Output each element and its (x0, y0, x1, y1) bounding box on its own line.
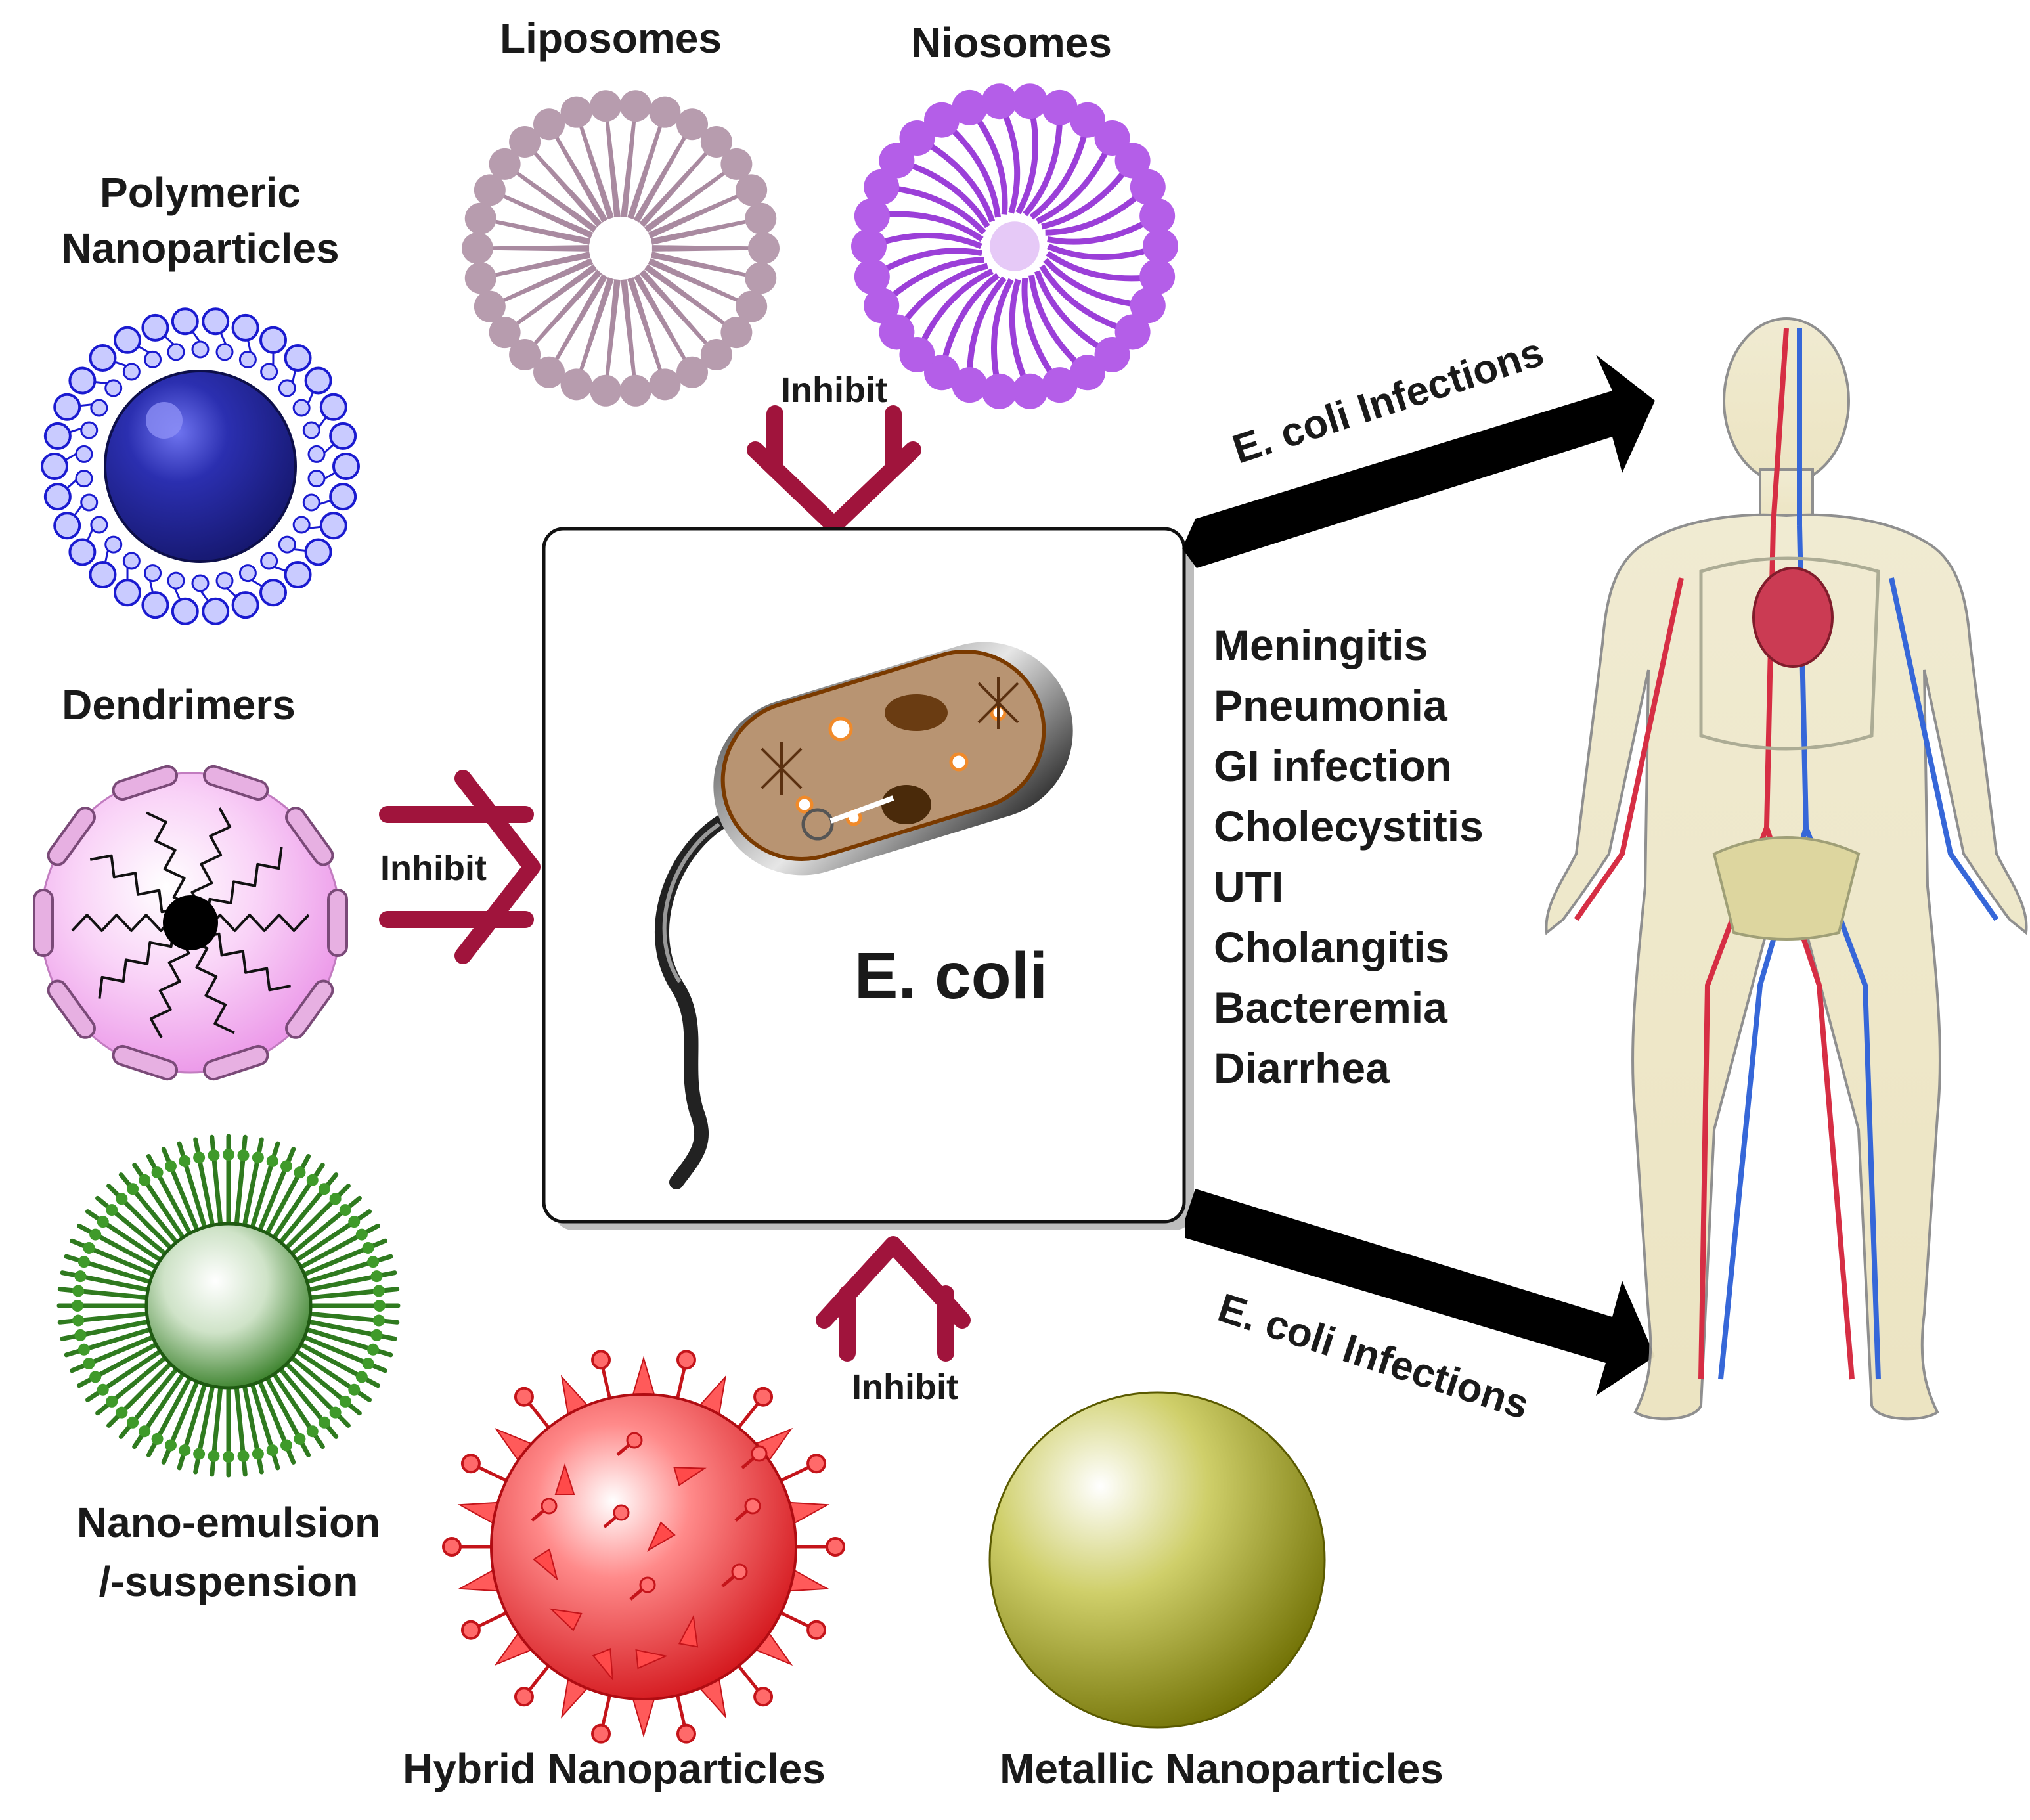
disease-item: Cholecystitis (1214, 802, 1484, 851)
nanoemulsion-icon (56, 1134, 401, 1478)
disease-item: Meningitis (1214, 621, 1428, 669)
ecoli-bacterium-icon (655, 642, 1073, 1189)
inhibit-label-left: Inhibit (380, 849, 487, 888)
liposome-icon (462, 90, 780, 407)
inhibit-label-bottom: Inhibit (852, 1367, 958, 1407)
dendrimers-label: Dendrimers (62, 681, 296, 728)
infection-arrow-lower (1185, 1189, 1655, 1396)
disease-item: Diarrhea (1214, 1044, 1390, 1092)
inhibit-arrow-top (747, 405, 921, 534)
metallic-label: Metallic Nanoparticles (1000, 1745, 1444, 1792)
nanoemulsion-label-line1: Nano-emulsion (77, 1499, 380, 1546)
hybrid-nanoparticle-icon (442, 1350, 845, 1744)
nanoemulsion-label-line2: /-suspension (99, 1558, 359, 1605)
polymeric-label-line2: Nanoparticles (61, 225, 339, 272)
liposomes-label: Liposomes (500, 14, 722, 62)
inhibit-arrow-left (379, 770, 541, 964)
ecoli-label: E. coli (854, 939, 1048, 1013)
infection-arrow-upper (1182, 355, 1655, 568)
niosome-icon (851, 83, 1178, 409)
hybrid-label: Hybrid Nanoparticles (403, 1745, 826, 1792)
disease-item: UTI (1214, 862, 1283, 911)
polymeric-nanoparticle-icon (41, 307, 360, 625)
inhibit-label-top: Inhibit (781, 370, 887, 410)
disease-item: Pneumonia (1214, 681, 1448, 730)
ecoli-box (542, 527, 1194, 1230)
inhibit-arrow-bottom (816, 1236, 971, 1362)
disease-item: Bacteremia (1214, 983, 1448, 1032)
human-body-icon (1545, 317, 2028, 1421)
polymeric-label-line1: Polymeric (100, 169, 301, 216)
disease-item: Cholangitis (1214, 923, 1449, 971)
niosomes-label: Niosomes (911, 19, 1112, 66)
dendrimer-icon (33, 765, 348, 1081)
disease-item: GI infection (1214, 742, 1452, 790)
metallic-nanoparticle-icon (988, 1391, 1326, 1729)
